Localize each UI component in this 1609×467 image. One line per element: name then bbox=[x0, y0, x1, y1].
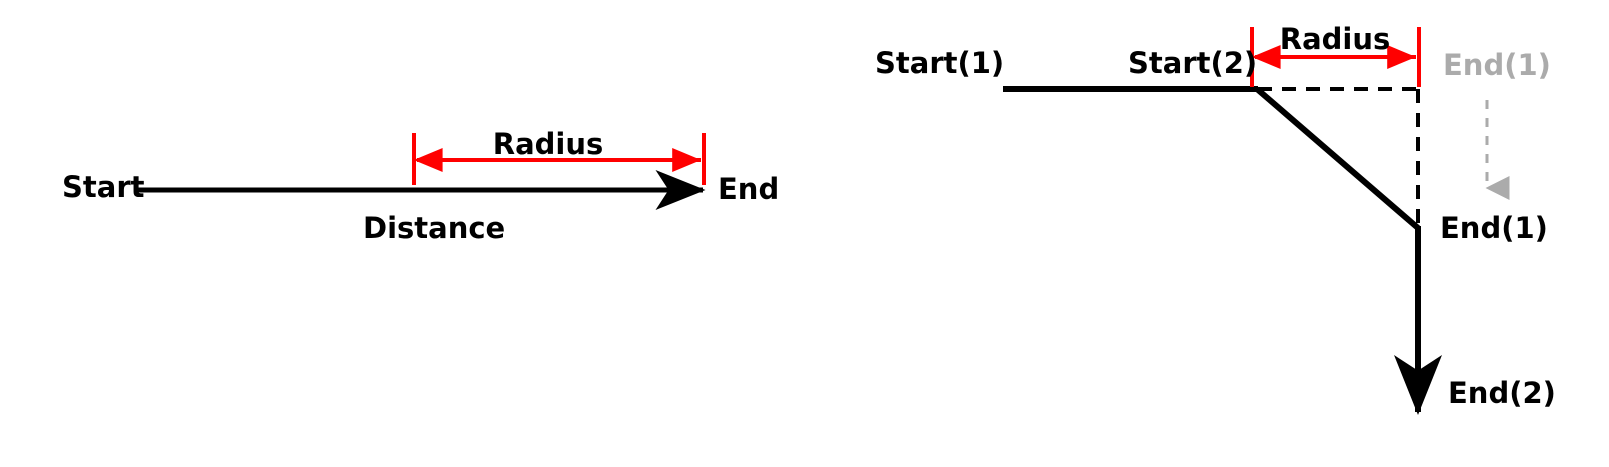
left-distance-label: Distance bbox=[363, 211, 505, 245]
right-panel-group: Start(1) Start(2) End(1) Radius End(1) E… bbox=[875, 22, 1556, 415]
right-end2-label: End(2) bbox=[1448, 376, 1556, 410]
left-radius-label: Radius bbox=[493, 127, 604, 161]
right-start1-label: Start(1) bbox=[875, 46, 1004, 80]
left-end-label: End bbox=[718, 172, 779, 206]
right-start2-label: Start(2) bbox=[1128, 46, 1257, 80]
right-diagonal-segment bbox=[1255, 86, 1420, 231]
left-panel-group: Start End Radius Distance bbox=[62, 127, 779, 245]
left-start-label: Start bbox=[62, 170, 145, 204]
right-end1-ghost-label: End(1) bbox=[1443, 48, 1551, 82]
right-end1-label: End(1) bbox=[1440, 211, 1548, 245]
right-radius-label: Radius bbox=[1280, 22, 1391, 56]
